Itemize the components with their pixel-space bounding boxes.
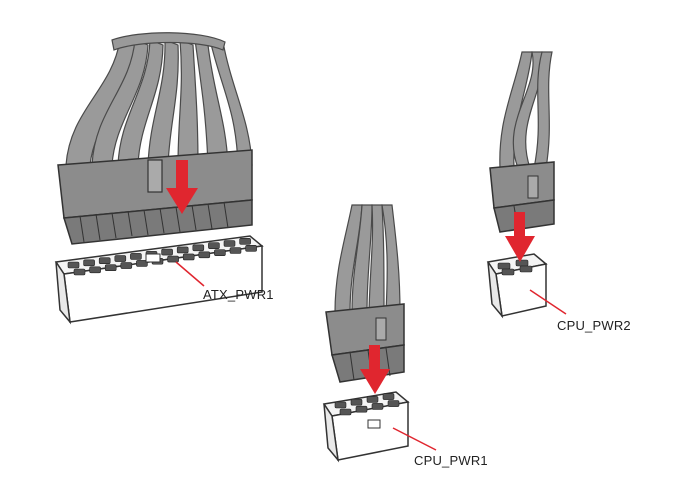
cpu-pwr2-wire-bundle bbox=[499, 51, 553, 169]
header-pin bbox=[214, 249, 226, 256]
header-pin bbox=[350, 398, 363, 406]
cpu-pwr1-leader-line bbox=[392, 427, 437, 451]
cpu-pwr2-leader-line bbox=[529, 289, 567, 315]
cpu-pwr1-connector-group: CPU_PWR1 bbox=[322, 204, 488, 468]
header-pin bbox=[130, 253, 142, 260]
red-down-arrow-icon bbox=[166, 160, 198, 214]
header-pin bbox=[167, 255, 179, 263]
header-pin bbox=[208, 242, 220, 249]
atx-leader-line bbox=[175, 261, 205, 287]
header-pin bbox=[223, 240, 236, 247]
atx-pin-grid bbox=[67, 238, 257, 276]
header-pin bbox=[382, 393, 395, 400]
header-pin bbox=[497, 262, 511, 270]
header-pin bbox=[371, 403, 384, 410]
atx-label: ATX_PWR1 bbox=[203, 287, 274, 302]
cpu-pwr2-label: CPU_PWR2 bbox=[557, 318, 631, 333]
header-pin bbox=[229, 247, 242, 254]
header-pin bbox=[176, 246, 189, 254]
atx-wire-bundle bbox=[65, 32, 253, 166]
header-pin bbox=[182, 253, 195, 261]
header-pin bbox=[104, 264, 117, 272]
header-pin bbox=[239, 238, 251, 245]
header-pin bbox=[339, 408, 352, 416]
cpu-pwr2-connector-group: CPU_PWR2 bbox=[486, 51, 631, 333]
header-pin bbox=[192, 244, 205, 252]
cpu-pwr1-header bbox=[322, 391, 410, 463]
header-pin bbox=[120, 262, 133, 269]
atx-header bbox=[54, 235, 264, 325]
header-pin bbox=[387, 400, 400, 407]
header-pin bbox=[89, 266, 101, 274]
red-down-arrow-icon bbox=[505, 212, 535, 262]
cpu-pwr1-pin-grid bbox=[334, 393, 400, 416]
header-pin bbox=[366, 396, 379, 403]
cpu-pwr1-wire-bundle bbox=[334, 204, 401, 313]
header-pin bbox=[114, 255, 127, 262]
header-pin bbox=[334, 401, 347, 409]
header-pin bbox=[515, 259, 529, 267]
atx-plug bbox=[57, 149, 253, 245]
header-pin bbox=[198, 251, 211, 259]
header-pin bbox=[136, 260, 148, 267]
header-pin bbox=[67, 261, 80, 269]
header-pin bbox=[83, 259, 95, 267]
cpu-pwr2-header bbox=[486, 253, 548, 319]
header-pin bbox=[519, 265, 533, 273]
cpu-pwr1-label: CPU_PWR1 bbox=[414, 453, 488, 468]
header-pin bbox=[501, 268, 515, 276]
red-down-arrow-icon bbox=[360, 345, 390, 394]
atx-connector-group: ATX_PWR1 bbox=[54, 32, 274, 325]
header-pin bbox=[161, 248, 173, 256]
header-pin bbox=[245, 245, 257, 252]
header-pin bbox=[355, 405, 368, 413]
header-pin bbox=[98, 257, 111, 265]
header-pin bbox=[73, 268, 86, 276]
cpu-pwr2-pin-grid bbox=[497, 259, 533, 276]
